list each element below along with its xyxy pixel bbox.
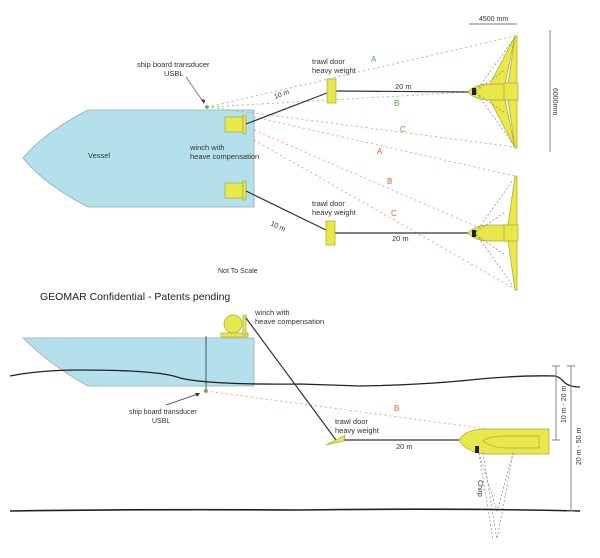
- beam-label-a-red: A: [377, 147, 383, 156]
- depth-seafloor-label: 20 m - 50 m: [576, 427, 583, 465]
- span-dimension-label: 6000mm: [551, 88, 558, 115]
- transducer-label-side-1: ship board transducer: [129, 409, 197, 416]
- trawl-door-lower: [325, 220, 336, 246]
- water-surface: [9, 369, 581, 388]
- beam-b-red: [253, 129, 481, 229]
- usbl-transponder-lower: [472, 230, 476, 237]
- vessel-hull-top: [22, 109, 255, 208]
- cable-side-long-label: 20 m: [396, 442, 413, 451]
- winch-upper-flange: [242, 114, 247, 135]
- side-view: winch with heave compensation ship board…: [9, 308, 583, 541]
- transducer-label-top-1: ship board transducer: [137, 60, 210, 69]
- winch-lower-flange: [242, 180, 247, 201]
- winch-drum: [223, 314, 243, 334]
- trawl-door-lower-label-1: trawl door: [312, 199, 345, 208]
- trawl-door-side: [325, 434, 346, 446]
- confidential-notice: GEOMAR Confidential - Patents pending: [40, 291, 230, 303]
- transducer-label-side-2: USBL: [152, 418, 170, 425]
- chirp-label: Chirp: [476, 480, 483, 497]
- winch-label-side-2: heave compensation: [255, 317, 324, 326]
- trawl-door-upper-label-1: trawl door: [312, 57, 345, 66]
- beam-c-red: [253, 139, 516, 290]
- usbl-transponder-upper: [472, 88, 476, 95]
- beam-label-c-red: C: [391, 209, 397, 218]
- beam-label-b-red: B: [387, 177, 392, 186]
- cable-side-short: [245, 317, 337, 441]
- transducer-label-top-2: USBL: [164, 69, 184, 78]
- beam-label-c-green: C: [400, 125, 406, 134]
- trawl-door-upper-label-2: heavy weight: [312, 66, 357, 75]
- beam-a-green: [206, 35, 516, 108]
- towfish-inner-outline: [482, 435, 540, 449]
- towfish-side: [458, 428, 550, 455]
- transducer-arrowhead-side: [195, 393, 200, 397]
- top-view: Vessel winch with heave compensation shi…: [22, 16, 558, 291]
- not-to-scale-label: Not To Scale: [218, 268, 258, 275]
- depth-towfish-label: 10 m - 20 m: [561, 385, 568, 423]
- cable-lower-short-label: 10 m: [269, 220, 286, 233]
- vessel-hull-side: [22, 337, 255, 387]
- cable-lower-short: [245, 190, 327, 231]
- towfish-lower: [467, 175, 519, 291]
- beam-b-side: [205, 390, 496, 431]
- beam-b-green: [206, 91, 471, 108]
- cable-lower-long-label: 20 m: [392, 234, 409, 243]
- cable-upper-short-label: 10 m: [273, 89, 290, 101]
- cable-upper-long-label: 20 m: [395, 82, 412, 91]
- winch-label-top-1: winch with: [189, 143, 225, 152]
- winch-label-side-1: winch with: [254, 308, 290, 317]
- towfish-upper: [467, 35, 519, 149]
- usbl-transponder-side: [475, 446, 479, 453]
- trawl-door-side-label-1: trawl door: [335, 417, 368, 426]
- winch-upper: [224, 116, 244, 133]
- beam-label-a-green: A: [371, 55, 377, 64]
- trawl-door-lower-label-2: heavy weight: [312, 208, 357, 217]
- beam-label-b-green: B: [394, 99, 399, 108]
- trawl-door-side-label-2: heavy weight: [335, 426, 380, 435]
- cable-upper-short: [245, 92, 328, 125]
- width-dimension-label: 4500 mm: [479, 16, 508, 23]
- beam-c-green: [206, 106, 516, 148]
- vessel-label: Vessel: [88, 151, 110, 160]
- trawl-door-upper: [326, 78, 337, 104]
- cable-upper-long: [335, 90, 471, 93]
- transducer-arrowhead-top: [201, 99, 205, 104]
- transducer-pointer-side: [165, 393, 199, 406]
- winch-post: [242, 314, 247, 336]
- transducer-pointer-top: [185, 76, 205, 104]
- seafloor: [9, 508, 581, 512]
- chirp-beam: [478, 452, 514, 541]
- winch-lower: [224, 182, 244, 199]
- beam-label-b-side: B: [394, 404, 399, 413]
- beam-a-red: [253, 116, 516, 177]
- winch-label-top-2: heave compensation: [190, 152, 259, 161]
